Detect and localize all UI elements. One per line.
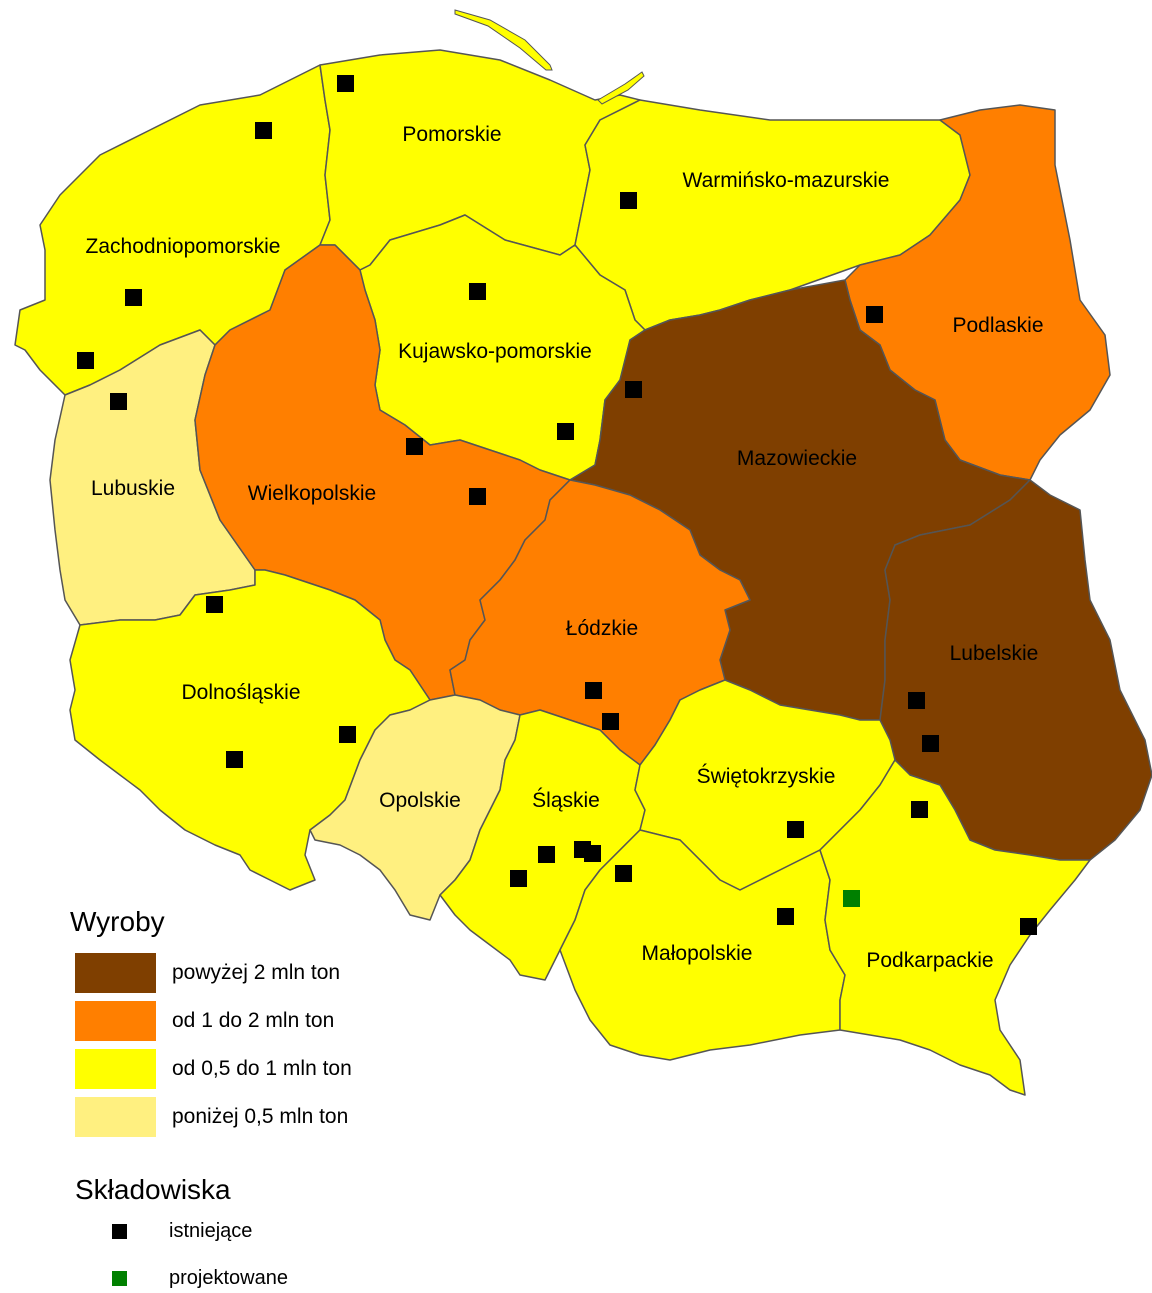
region-label-podlaskie: Podlaskie — [952, 314, 1043, 337]
region-label-warminsko-mazurskie: Warmińsko-mazurskie — [683, 169, 890, 192]
legend-row-below-05: poniżej 0,5 mln ton — [75, 1097, 348, 1137]
legend-label-05-to-1: od 0,5 do 1 mln ton — [172, 1057, 352, 1080]
existing-landfill-marker — [787, 821, 804, 838]
existing-landfill-marker — [538, 846, 555, 863]
existing-landfill-marker — [406, 438, 423, 455]
legend-swatch-1-to-2 — [75, 1001, 156, 1041]
existing-landfill-marker — [110, 393, 127, 410]
existing-landfill-marker — [77, 352, 94, 369]
region-label-opolskie: Opolskie — [379, 789, 461, 812]
existing-landfill-marker — [339, 726, 356, 743]
existing-landfill-marker — [510, 870, 527, 887]
region-label-pomorskie: Pomorskie — [402, 123, 501, 146]
region-label-lodzkie: Łódzkie — [566, 617, 638, 640]
vistula-spit — [597, 71, 645, 105]
legend-label-planned: projektowane — [169, 1266, 288, 1289]
existing-landfill-marker — [625, 381, 642, 398]
region-label-lubuskie: Lubuskie — [91, 477, 175, 500]
legend-swatch-below-05 — [75, 1097, 156, 1137]
existing-landfill-marker — [469, 488, 486, 505]
existing-landfill-marker — [557, 423, 574, 440]
legend-row-existing: istniejące — [112, 1219, 253, 1242]
existing-landfill-marker — [584, 845, 601, 862]
existing-landfill-marker — [585, 682, 602, 699]
existing-landfill-marker — [1020, 918, 1037, 935]
existing-landfill-marker — [911, 801, 928, 818]
region-label-mazowieckie: Mazowieckie — [737, 447, 857, 470]
region-slaskie — [439, 709, 646, 981]
region-label-slaskie: Śląskie — [532, 788, 600, 812]
existing-landfill-marker — [226, 751, 243, 768]
existing-landfill-marker — [908, 692, 925, 709]
legend-label-below-05: poniżej 0,5 mln ton — [172, 1105, 349, 1128]
hel-peninsula — [454, 9, 553, 71]
legend-swatch-05-to-1 — [75, 1049, 156, 1089]
legend-marker-planned — [112, 1270, 127, 1286]
region-label-podkarpackie: Podkarpackie — [866, 949, 993, 972]
legend-row-over-2: powyżej 2 mln ton — [75, 953, 340, 993]
planned-landfill-marker — [843, 890, 860, 907]
existing-landfill-marker — [125, 289, 142, 306]
region-label-zachodniopomorskie: Zachodniopomorskie — [86, 235, 281, 258]
legend-label-1-to-2: od 1 do 2 mln ton — [172, 1009, 335, 1032]
existing-landfill-marker — [602, 713, 619, 730]
legend-row-1-to-2: od 1 do 2 mln ton — [75, 1001, 334, 1041]
existing-landfill-marker — [615, 865, 632, 882]
legend-label-existing: istniejące — [169, 1219, 253, 1242]
region-label-swietokrzyskie: Świętokrzyskie — [697, 764, 836, 788]
existing-landfill-marker — [206, 596, 223, 613]
existing-landfill-marker — [255, 122, 272, 139]
existing-landfill-marker — [620, 192, 637, 209]
legend-row-05-to-1: od 0,5 do 1 mln ton — [75, 1049, 352, 1089]
existing-landfill-marker — [469, 283, 486, 300]
existing-landfill-marker — [777, 908, 794, 925]
existing-landfill-marker — [337, 75, 354, 92]
region-podkarpackie — [819, 759, 1091, 1096]
region-label-dolnoslaskie: Dolnośląskie — [181, 681, 300, 704]
legend-label-over-2: powyżej 2 mln ton — [172, 961, 341, 984]
region-label-wielkopolskie: Wielkopolskie — [248, 482, 376, 505]
region-label-malopolskie: Małopolskie — [642, 942, 753, 965]
legend-row-planned: projektowane — [112, 1266, 288, 1289]
legend-landfills-title: Składowiska — [75, 1174, 231, 1205]
legend-marker-existing — [112, 1223, 127, 1239]
legend-products-title: Wyroby — [70, 906, 165, 937]
region-label-lubelskie: Lubelskie — [950, 642, 1039, 665]
existing-landfill-marker — [922, 735, 939, 752]
legend-swatch-over-2 — [75, 953, 156, 993]
region-label-kujawsko-pomorskie: Kujawsko-pomorskie — [398, 340, 592, 363]
existing-landfill-marker — [866, 306, 883, 323]
existing-landfill-markers — [77, 75, 1037, 935]
